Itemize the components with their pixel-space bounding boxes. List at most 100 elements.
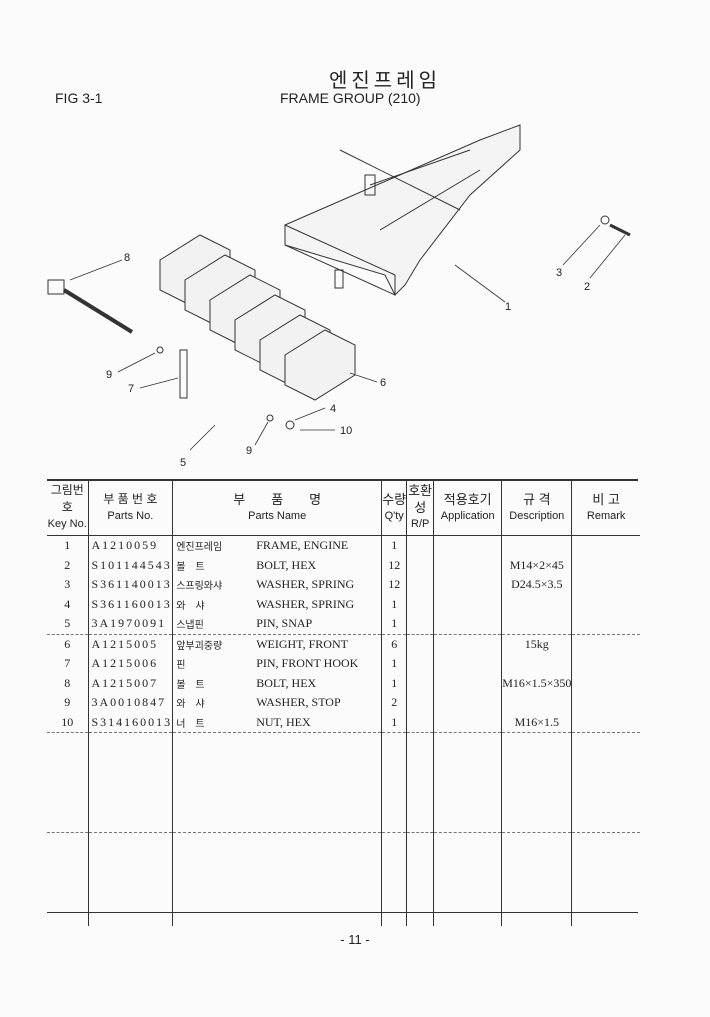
application: [433, 693, 502, 713]
callout-7: 7: [128, 383, 134, 395]
quantity: 1: [381, 594, 407, 614]
pin-drawing: [179, 349, 188, 399]
bolt-drawing: [47, 279, 134, 334]
part-name-ko: 볼 트: [176, 561, 205, 573]
column-header-ko: 그림번호: [50, 483, 84, 514]
description: [501, 594, 572, 614]
empty-cell: [501, 732, 572, 833]
description: [501, 614, 572, 635]
table-row: [47, 832, 640, 926]
rp: [406, 654, 434, 674]
empty-cell: [381, 732, 407, 833]
part-number: S101144543: [87, 555, 173, 575]
description: D24.5×3.5: [501, 575, 572, 595]
column-header-ko: 호환성: [408, 483, 433, 515]
empty-cell: [172, 732, 382, 833]
part-name: 스냅핀 PIN, SNAP: [172, 614, 382, 635]
washer-drawing: [156, 346, 164, 354]
column-header-ko: 부 품 명: [233, 491, 322, 507]
application: [433, 712, 502, 733]
column-header-ko: 규 격: [523, 491, 551, 507]
figure-number: FIG 3-1: [55, 90, 103, 106]
application: [433, 614, 502, 635]
quantity: 1: [381, 654, 407, 674]
title-korean: 엔진프레임: [329, 70, 441, 92]
part-name-en: PIN, SNAP: [256, 616, 313, 631]
remark: [571, 575, 640, 595]
part-name-en: BOLT, HEX: [256, 557, 317, 572]
part-name-ko: 와 샤: [176, 600, 205, 612]
part-name-ko: 앞부괴중량: [176, 640, 223, 652]
key-no: 7: [64, 656, 71, 671]
part-number: 3A0010847: [87, 693, 173, 713]
empty-cell: [406, 832, 434, 926]
callout-3: 3: [556, 267, 562, 279]
rp: [406, 634, 434, 654]
rp: [406, 693, 434, 713]
quantity: 1: [381, 673, 407, 693]
column-header-ko: 부 품 번 호: [103, 491, 158, 506]
part-number: S314160013: [87, 712, 173, 733]
callout-10: 10: [340, 425, 352, 437]
part-number: A1215007: [87, 673, 173, 693]
description: M16×1.5: [501, 712, 572, 733]
key-no: 4: [64, 596, 71, 611]
remark: [571, 712, 640, 733]
part-name-ko: 볼 트: [176, 679, 205, 691]
page-number: - 11 -: [340, 932, 370, 947]
rp: [406, 555, 434, 575]
remark: [571, 654, 640, 674]
exploded-parts-diagram: 8 9 7 5 9 4 10 6 1 3 2: [47, 124, 631, 469]
part-number: A1215006: [87, 654, 173, 674]
key-no: 5: [47, 614, 88, 635]
remark: [571, 634, 640, 654]
application: [433, 555, 502, 575]
key-no: 9: [64, 695, 71, 710]
quantity: 6: [381, 634, 407, 654]
column-header-en: Q'ty: [384, 509, 404, 522]
part-number: A1210059: [87, 535, 173, 556]
part-name-ko: 핀: [176, 660, 186, 672]
part-number: S361160013: [87, 594, 173, 614]
quantity: 1: [381, 712, 407, 733]
empty-cell: [87, 832, 173, 926]
part-name-en: FRAME, ENGINE: [256, 538, 349, 553]
description: [501, 535, 572, 556]
application: [433, 673, 502, 693]
quantity: 1: [381, 614, 407, 635]
empty-cell: [571, 732, 640, 833]
quantity: 2: [381, 693, 407, 713]
part-name-ko: 스냅핀: [176, 620, 204, 632]
application: [433, 535, 502, 556]
application: [433, 654, 502, 674]
description: M16×1.5×350: [501, 673, 572, 693]
column-header-en: Application: [440, 509, 495, 522]
callout-9b: 9: [246, 445, 252, 457]
key-no: 1: [64, 538, 71, 553]
column-header-ko: 적용호기: [443, 491, 492, 507]
description: [501, 654, 572, 674]
callout-4: 4: [330, 403, 336, 415]
remark: [571, 614, 640, 635]
empty-cell: [433, 732, 502, 833]
remark: [571, 535, 640, 556]
callout-2: 2: [584, 281, 590, 293]
part-name-ko: 엔진프레임: [176, 542, 223, 554]
part-number: S361140013: [87, 575, 173, 595]
